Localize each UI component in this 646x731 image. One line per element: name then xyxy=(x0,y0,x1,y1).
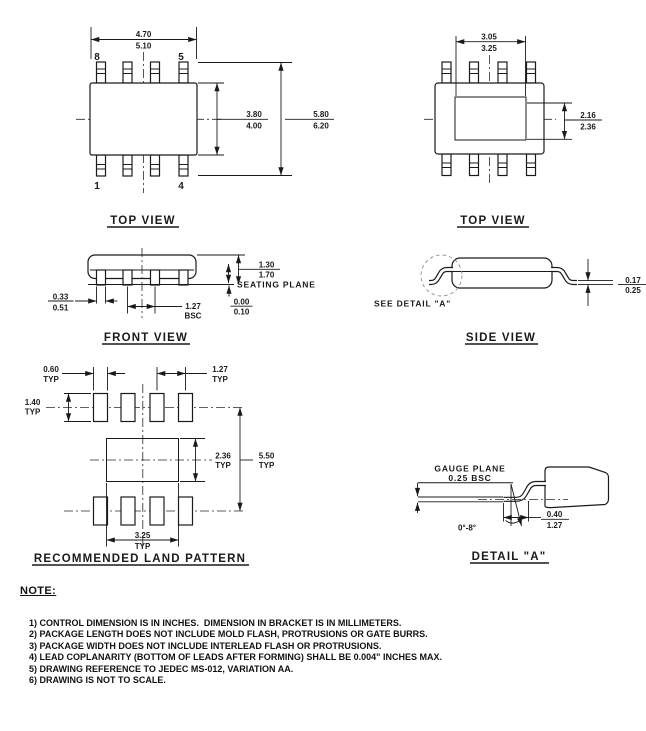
package-body xyxy=(434,82,545,155)
svg-text:TYP: TYP xyxy=(135,542,151,551)
svg-text:1.70: 1.70 xyxy=(259,271,275,280)
dim-overall-height: 5.80 6.20 xyxy=(198,62,334,176)
svg-text:6.20: 6.20 xyxy=(313,122,329,131)
detail-a-callout-circle xyxy=(420,254,463,297)
dim-pad-height: 2.16 2.36 xyxy=(527,102,602,140)
side-view: SEE DETAIL "A" 0.17 0.25 SIDE VIEW xyxy=(374,254,646,345)
top-view-right: 3.05 3.25 2.16 2.36 TOP VIEW xyxy=(424,33,602,228)
dim-pad-pitch: 1.27 TYP xyxy=(156,365,228,391)
package-body xyxy=(89,82,198,156)
package-pins xyxy=(95,61,189,177)
svg-text:0.40: 0.40 xyxy=(547,510,563,519)
svg-text:5.50: 5.50 xyxy=(259,452,275,461)
svg-text:0.00: 0.00 xyxy=(234,298,250,307)
dim-pad-width: 3.05 3.25 xyxy=(455,33,526,96)
svg-text:2.36: 2.36 xyxy=(215,452,231,461)
package-body xyxy=(451,257,553,289)
dim-overall-span: 5.50 TYP xyxy=(237,407,275,511)
view-title-top-view-right: TOP VIEW xyxy=(460,215,525,227)
svg-text:0.33: 0.33 xyxy=(53,293,69,302)
dim-body-height: 3.80 4.00 xyxy=(198,82,268,156)
dim-pad-width: 0.60 TYP xyxy=(43,365,125,391)
view-title-top-view-left: TOP VIEW xyxy=(110,215,175,227)
dim-lead-angle: 0°-8° xyxy=(458,483,523,533)
svg-text:4.70: 4.70 xyxy=(136,30,152,39)
svg-text:3.05: 3.05 xyxy=(481,33,497,42)
view-title-front-view: FRONT VIEW xyxy=(104,332,188,344)
view-title-land-pattern: RECOMMENDED LAND PATTERN xyxy=(34,553,246,565)
note-item-6: 6) DRAWING IS NOT TO SCALE. xyxy=(29,675,166,686)
svg-text:TYP: TYP xyxy=(259,461,275,470)
dim-lead-pitch: 1.27 BSC xyxy=(127,286,202,321)
center-pad-outline xyxy=(106,438,179,482)
gauge-offset-label: 0.25 BSC xyxy=(448,473,491,483)
svg-text:3.25: 3.25 xyxy=(481,44,497,53)
dim-lead-width: 0.33 0.51 xyxy=(48,286,118,313)
svg-text:0.25: 0.25 xyxy=(625,286,641,295)
dim-lead-thickness: 0.17 0.25 xyxy=(578,259,646,306)
notes-heading: NOTE: xyxy=(20,585,57,597)
package-pins xyxy=(441,61,537,177)
pin-number-1: 1 xyxy=(94,181,100,192)
svg-text:4.00: 4.00 xyxy=(246,122,262,131)
svg-text:1.30: 1.30 xyxy=(259,261,275,270)
svg-text:0.10: 0.10 xyxy=(234,308,250,317)
dim-package-height: 1.30 1.70 xyxy=(197,254,280,285)
gull-wing-leads xyxy=(429,266,577,286)
note-item-4: 4) LEAD COPLANARITY (BOTTOM OF LEADS AFT… xyxy=(29,652,442,663)
svg-text:3.80: 3.80 xyxy=(246,110,262,119)
svg-text:3.25: 3.25 xyxy=(135,531,151,540)
pin-number-5: 5 xyxy=(178,52,184,63)
dim-standoff: 0.00 0.10 xyxy=(226,285,253,317)
pin-number-8: 8 xyxy=(94,52,100,63)
dim-center-pad-width: 3.25 TYP xyxy=(106,483,179,551)
svg-text:1.40: 1.40 xyxy=(25,398,41,407)
seating-plane-label: SEATING PLANE xyxy=(237,280,316,290)
gauge-plane-label: GAUGE PLANE xyxy=(434,464,505,474)
note-item-1: 1) CONTROL DIMENSION IS IN INCHES. DIMEN… xyxy=(29,618,402,628)
notes-list: 1) CONTROL DIMENSION IS IN INCHES. DIMEN… xyxy=(29,618,630,686)
front-view: SEATING PLANE 1.30 1.70 0.00 0.10 0.33 0… xyxy=(48,248,316,345)
detail-a-view: GAUGE PLANE 0.25 BSC 0°-8° 0.40 1. xyxy=(414,464,610,564)
package-body-section xyxy=(544,466,610,509)
svg-text:TYP: TYP xyxy=(215,461,231,470)
pin-number-4: 4 xyxy=(178,181,184,192)
svg-text:5.80: 5.80 xyxy=(313,110,329,119)
svg-text:0.17: 0.17 xyxy=(625,276,641,285)
drawing-canvas: 8 5 1 4 4.70 5.10 3.80 4.00 5.80 6. xyxy=(25,27,646,566)
dim-package-width: 4.70 5.10 xyxy=(90,27,197,59)
view-title-detail-a: DETAIL "A" xyxy=(472,551,547,563)
top-view-left: 8 5 1 4 4.70 5.10 3.80 4.00 5.80 6. xyxy=(76,27,334,228)
dim-foot-length: 0.40 1.27 xyxy=(503,501,569,530)
svg-text:BSC: BSC xyxy=(185,312,202,321)
svg-text:TYP: TYP xyxy=(212,375,228,384)
note-item-2: 2) PACKAGE LENGTH DOES NOT INCLUDE MOLD … xyxy=(29,629,428,640)
svg-text:1.27: 1.27 xyxy=(212,365,228,374)
angle-label: 0°-8° xyxy=(458,524,476,533)
land-pads xyxy=(92,392,194,526)
dim-pad-height: 1.40 TYP xyxy=(25,393,91,422)
svg-text:TYP: TYP xyxy=(25,408,41,417)
svg-text:1.27: 1.27 xyxy=(185,302,201,311)
see-detail-a-label: SEE DETAIL "A" xyxy=(374,299,451,309)
svg-text:TYP: TYP xyxy=(43,375,59,384)
note-item-5: 5) DRAWING REFERENCE TO JEDEC MS-012, VA… xyxy=(29,663,294,674)
dim-center-pad-height: 2.36 TYP xyxy=(180,438,231,482)
svg-text:1.27: 1.27 xyxy=(547,521,563,530)
die-pad-outline xyxy=(454,96,527,141)
lead-section xyxy=(503,480,546,502)
land-pattern-view: 0.60 TYP 1.27 TYP 1.40 TYP 2.36 TYP xyxy=(25,365,275,566)
svg-text:2.36: 2.36 xyxy=(580,123,596,132)
svg-text:0.51: 0.51 xyxy=(53,304,69,313)
svg-text:0.60: 0.60 xyxy=(43,365,59,374)
svg-text:2.16: 2.16 xyxy=(580,111,596,120)
note-item-3: 3) PACKAGE WIDTH DOES NOT INCLUDE INTERL… xyxy=(29,640,382,651)
view-title-side-view: SIDE VIEW xyxy=(466,332,536,344)
svg-text:5.10: 5.10 xyxy=(136,42,152,51)
notes-section: NOTE: 1) CONTROL DIMENSION IS IN INCHES.… xyxy=(20,585,630,686)
